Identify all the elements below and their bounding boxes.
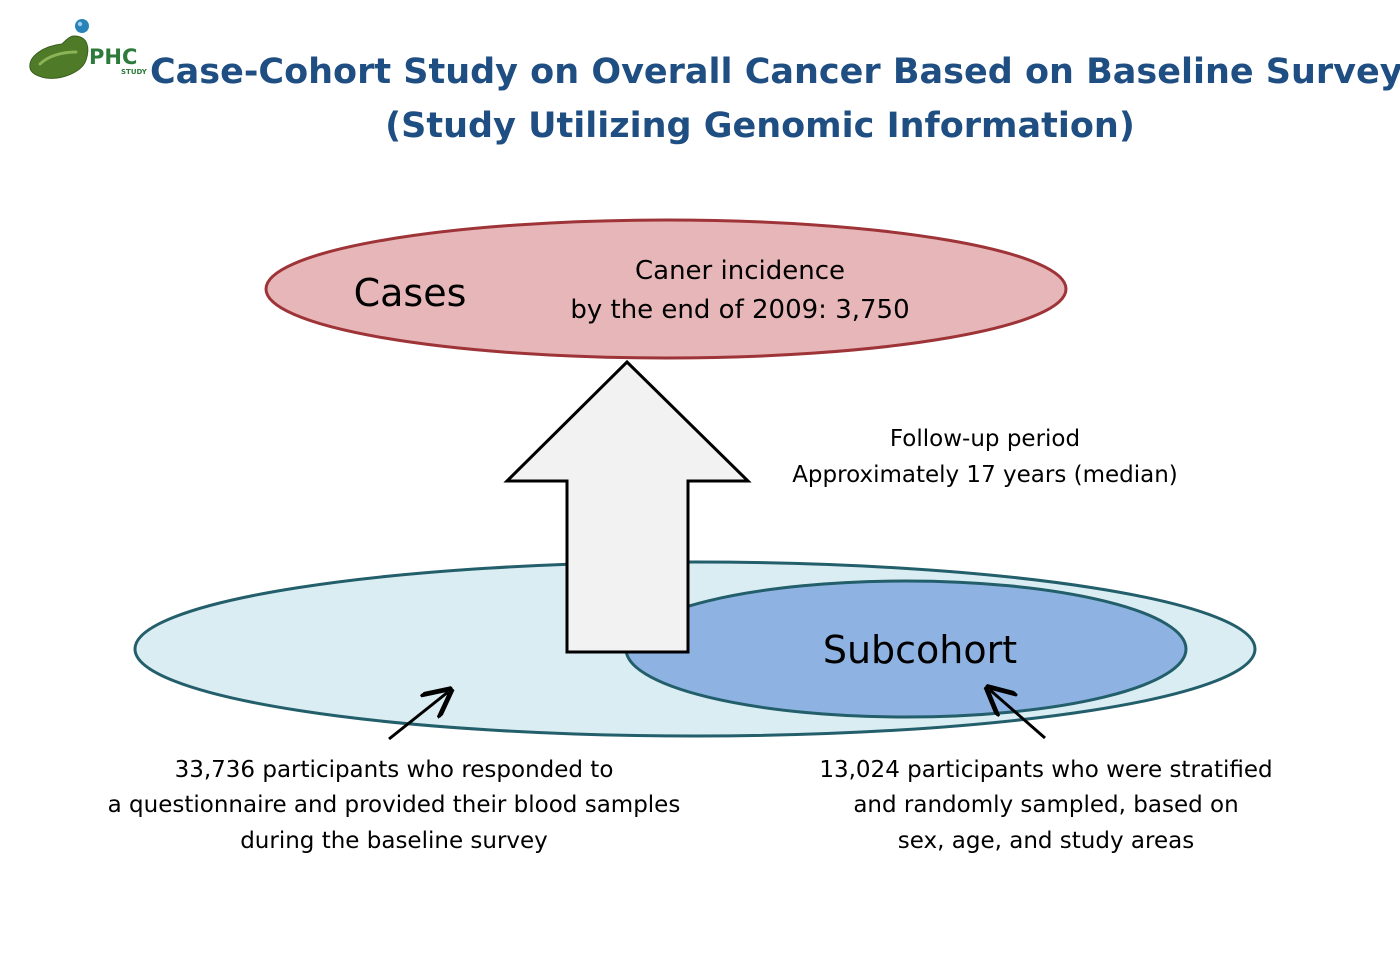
logo-blue-dot-shine <box>77 21 83 27</box>
phc-study-logo: PHC STUDY <box>29 19 148 79</box>
participants-note-line-2: a questionnaire and provided their blood… <box>108 792 681 818</box>
subcohort-note-line-3: sex, age, and study areas <box>898 828 1194 854</box>
title-line-1: Case-Cohort Study on Overall Cancer Base… <box>150 52 1400 92</box>
logo-leaf-shape <box>29 35 89 79</box>
logo-text: PHC <box>89 45 137 69</box>
title-line-2: (Study Utilizing Genomic Information) <box>385 106 1135 146</box>
logo-subtext: STUDY <box>121 68 148 76</box>
participants-note-line-1: 33,736 participants who responded to <box>175 757 614 783</box>
participants-pointer-arrow <box>388 692 448 741</box>
subcohort-note-line-2: and randomly sampled, based on <box>853 792 1238 818</box>
cases-ellipse <box>264 218 1068 360</box>
follow-up-line-2: Approximately 17 years (median) <box>792 462 1178 488</box>
participants-note-line-3: during the baseline survey <box>240 828 548 854</box>
logo-leaf-highlight <box>38 50 78 66</box>
cases-label: Cases <box>354 271 467 315</box>
subcohort-label: Subcohort <box>823 628 1017 672</box>
up-arrow-icon <box>503 359 752 654</box>
subcohort-note-line-1: 13,024 participants who were stratified <box>819 757 1272 783</box>
cases-description-line-1: Caner incidence <box>635 256 845 286</box>
cases-description-line-2: by the end of 2009: 3,750 <box>570 295 909 325</box>
follow-up-line-1: Follow-up period <box>890 426 1080 452</box>
subcohort-pointer-arrow <box>990 690 1046 740</box>
logo-blue-dot <box>75 19 89 33</box>
